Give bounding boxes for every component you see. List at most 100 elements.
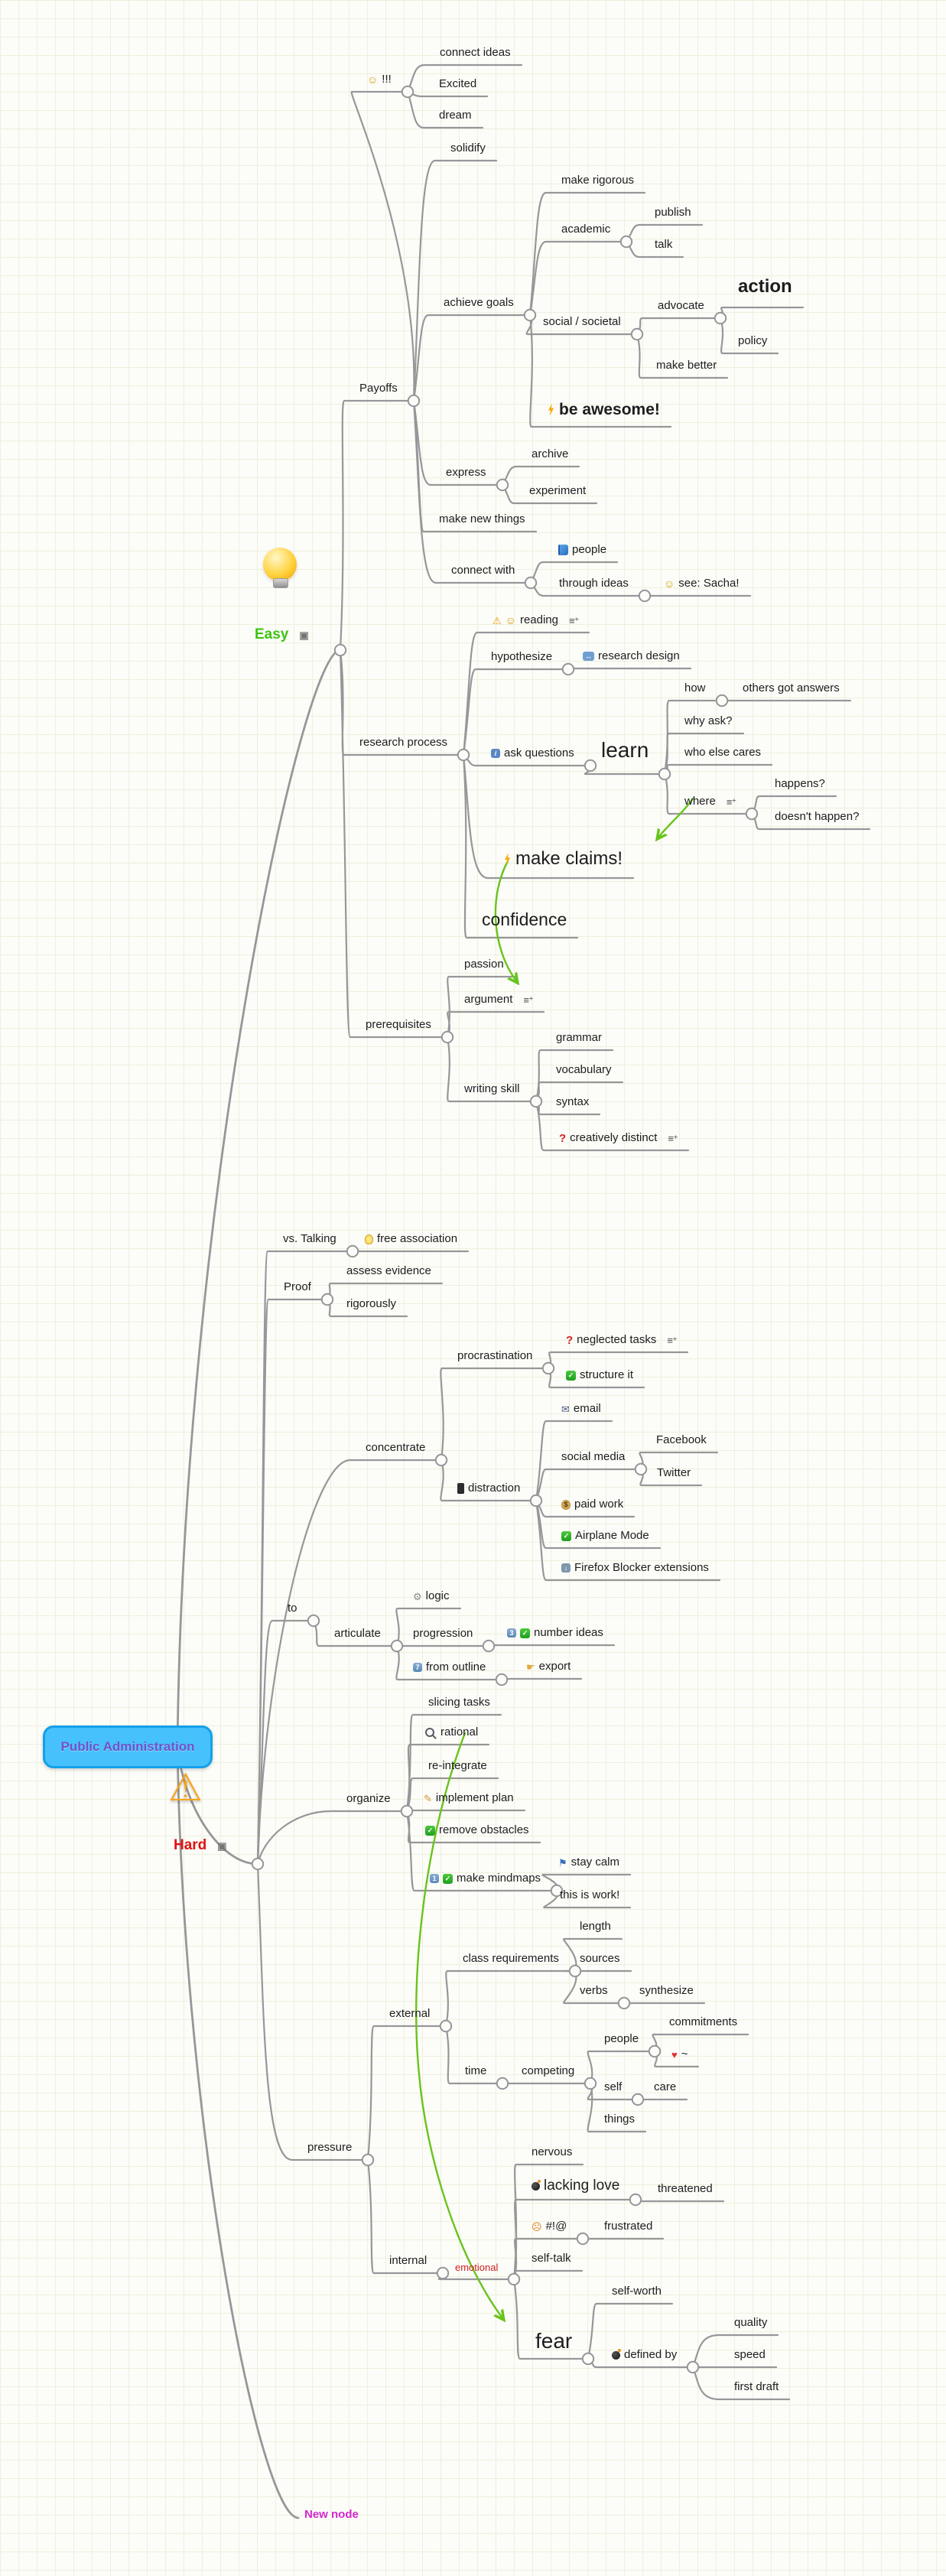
node-connect_with[interactable]: connect with (451, 564, 515, 577)
junction-toggle-express[interactable] (496, 478, 509, 492)
node-sources[interactable]: sources (580, 1952, 620, 1966)
node-passion[interactable]: passion (464, 958, 504, 971)
node-publish[interactable]: publish (655, 206, 691, 220)
node-excited[interactable]: Excited (439, 77, 476, 91)
junction-toggle-emotional[interactable] (507, 2272, 521, 2286)
junction-toggle-writing_skill[interactable] (529, 1094, 543, 1108)
node-assess_evidence[interactable]: assess evidence (346, 1264, 431, 1278)
junction-toggle-hash[interactable] (576, 2232, 590, 2246)
node-frustrated[interactable]: frustrated (604, 2220, 652, 2233)
node-procrastination[interactable]: procrastination (457, 1349, 532, 1363)
junction-toggle-self[interactable] (631, 2093, 645, 2106)
node-firefox_blockers[interactable]: ↓Firefox Blocker extensions (561, 1561, 709, 1575)
node-bang[interactable]: ☺!!! (367, 73, 392, 86)
node-proof[interactable]: Proof (284, 1280, 311, 1294)
junction-toggle-connect_with[interactable] (524, 576, 538, 590)
junction-toggle-verbs[interactable] (617, 1996, 631, 2010)
node-care[interactable]: care (654, 2080, 676, 2094)
node-research_design[interactable]: ↔research design (583, 649, 680, 663)
node-competing[interactable]: competing (522, 2064, 574, 2078)
node-advocate[interactable]: advocate (658, 299, 704, 313)
node-make_better[interactable]: make better (656, 359, 717, 372)
node-airplane_mode[interactable]: ✓Airplane Mode (561, 1529, 649, 1543)
node-internal[interactable]: internal (389, 2254, 427, 2268)
junction-toggle-research_process[interactable] (457, 748, 470, 762)
node-hash[interactable]: ☹#!@ (532, 2220, 567, 2233)
node-express[interactable]: express (446, 466, 486, 480)
node-facebook[interactable]: Facebook (656, 1433, 707, 1447)
node-defined_by[interactable]: defined by (612, 2348, 677, 2362)
junction-toggle-academic[interactable] (619, 235, 633, 249)
junction-toggle-learn[interactable] (658, 767, 671, 781)
node-self_talk[interactable]: self-talk (532, 2252, 571, 2265)
node-fear[interactable]: fear (535, 2329, 572, 2353)
node-easy[interactable]: Easy▣ (255, 626, 309, 643)
junction-toggle-hypothesize[interactable] (561, 662, 575, 676)
junction-toggle-social_media[interactable] (634, 1462, 648, 1476)
node-export[interactable]: ☛export (526, 1660, 571, 1673)
node-who_else_cares[interactable]: who else cares (684, 746, 761, 759)
node-payoffs[interactable]: Payoffs (359, 382, 398, 395)
node-confidence[interactable]: confidence (482, 909, 567, 929)
node-vs_talking[interactable]: vs. Talking (283, 1232, 336, 1246)
junction-toggle-fear[interactable] (581, 2352, 595, 2366)
node-social_societal[interactable]: social / societal (543, 315, 621, 329)
node-organize[interactable]: organize (346, 1792, 391, 1806)
node-logic[interactable]: ⚙logic (413, 1589, 450, 1603)
node-hard[interactable]: Hard▣ (174, 1837, 227, 1854)
junction-toggle-easy[interactable] (333, 643, 347, 657)
node-vocabulary[interactable]: vocabulary (556, 1063, 612, 1077)
junction-toggle-how[interactable] (715, 694, 729, 707)
node-stay_calm[interactable]: ⚑stay calm (558, 1856, 619, 1869)
node-speed[interactable]: speed (734, 2348, 766, 2362)
node-slicing_tasks[interactable]: slicing tasks (428, 1696, 490, 1709)
junction-toggle-from_outline[interactable] (495, 1673, 509, 1686)
node-creatively_distinct[interactable]: ?creatively distinct≡⁺ (559, 1131, 678, 1145)
junction-toggle-people2[interactable] (648, 2044, 662, 2058)
junction-toggle-hard[interactable] (251, 1857, 265, 1871)
junction-toggle-concentrate[interactable] (434, 1453, 448, 1467)
node-through_ideas[interactable]: through ideas (559, 577, 629, 590)
junction-toggle-distraction[interactable] (529, 1494, 543, 1508)
junction-toggle-procrastination[interactable] (541, 1361, 555, 1375)
junction-toggle-pressure[interactable] (361, 2153, 375, 2167)
node-progression[interactable]: progression (413, 1627, 473, 1641)
node-nervous[interactable]: nervous (532, 2145, 572, 2159)
junction-toggle-lacking_love[interactable] (629, 2193, 642, 2207)
node-to[interactable]: to (288, 1602, 297, 1615)
node-rational[interactable]: rational (425, 1725, 478, 1739)
junction-toggle-achieve_goals[interactable] (523, 308, 537, 322)
node-self[interactable]: self (604, 2080, 622, 2094)
node-where[interactable]: where≡⁺ (684, 795, 736, 808)
node-first_draft[interactable]: first draft (734, 2380, 779, 2394)
junction-toggle-proof[interactable] (320, 1293, 334, 1306)
node-neglected_tasks[interactable]: ?neglected tasks≡⁺ (566, 1333, 678, 1347)
junction-toggle-to[interactable] (307, 1614, 320, 1628)
node-experiment[interactable]: experiment (529, 484, 586, 498)
node-implement_plan[interactable]: ✎implement plan (424, 1791, 514, 1805)
node-twitter[interactable]: Twitter (657, 1466, 691, 1480)
node-be_awesome[interactable]: be awesome! (547, 401, 660, 418)
node-quality[interactable]: quality (734, 2316, 767, 2330)
node-heart_note[interactable]: ♥~ (671, 2047, 688, 2061)
node-happens[interactable]: happens? (775, 777, 825, 791)
node-lacking_love[interactable]: lacking love (532, 2178, 619, 2194)
node-length[interactable]: length (580, 1920, 611, 1934)
junction-toggle-bang[interactable] (401, 85, 414, 99)
node-new_node[interactable]: New node (304, 2508, 359, 2522)
junction-toggle-competing[interactable] (584, 2077, 597, 2090)
node-time[interactable]: time (465, 2064, 486, 2078)
node-grammar[interactable]: grammar (556, 1031, 602, 1045)
node-argument[interactable]: argument≡⁺ (464, 993, 534, 1007)
junction-toggle-defined_by[interactable] (686, 2360, 700, 2374)
node-email[interactable]: ✉email (561, 1402, 601, 1416)
node-make_claims[interactable]: make claims! (503, 848, 623, 869)
node-paid_work[interactable]: $paid work (561, 1498, 623, 1511)
junction-toggle-internal[interactable] (436, 2266, 450, 2280)
node-external[interactable]: external (389, 2007, 430, 2021)
node-pressure[interactable]: pressure (307, 2141, 352, 2155)
node-research_process[interactable]: research process (359, 736, 447, 750)
junction-toggle-articulate[interactable] (390, 1639, 404, 1653)
